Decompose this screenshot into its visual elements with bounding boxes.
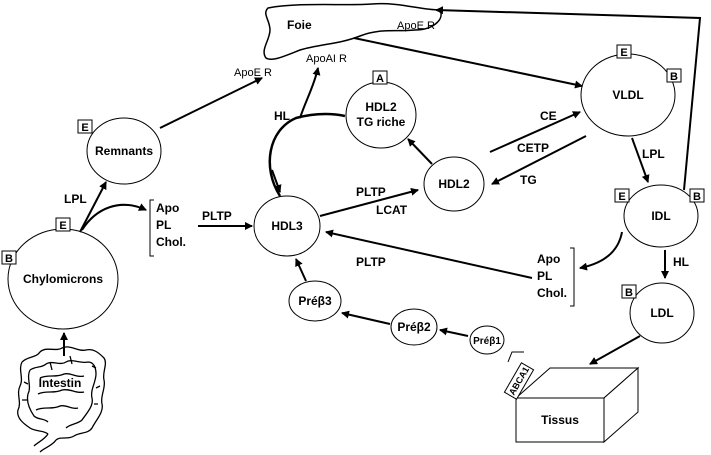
- node-chylomicrons: Chylomicrons: [7, 228, 119, 330]
- apoai-receptor-label: ApoAI R: [306, 53, 347, 65]
- arrow-hdl2-vldl-ce: [489, 111, 581, 153]
- apo-e-box-vldl: E: [616, 44, 632, 59]
- liver-label: Foie: [287, 18, 312, 32]
- hdl2-label: HDL2: [438, 177, 470, 191]
- arrow-prebeta1-prebeta2: [439, 327, 469, 337]
- arrow-ldl-tissus: [589, 335, 641, 365]
- node-vldl: VLDL: [580, 53, 676, 137]
- apo-e-box-idl: E: [614, 188, 630, 203]
- apo-b-box-idl: B: [689, 188, 705, 203]
- ce-label: CE: [540, 109, 557, 123]
- svg-text:E: E: [81, 122, 88, 134]
- hdl2-tg-riche-label-line2: TG riche: [357, 115, 406, 129]
- arrow-vldl-hdl2-tg: [491, 135, 587, 185]
- pltp-label-mid: PLTP: [356, 185, 386, 199]
- arrow-hdl2-hdl2tg: [407, 138, 433, 165]
- node-prebeta2: Préβ2: [390, 308, 438, 346]
- node-remnants: Remnants: [86, 117, 162, 185]
- node-prebeta1: Préβ1: [469, 325, 505, 355]
- svg-text:B: B: [693, 191, 701, 203]
- pltp-label-left: PLTP: [202, 209, 232, 223]
- intestine-drawing: [17, 346, 107, 453]
- vldl-label: VLDL: [612, 88, 643, 102]
- arrow-idl-liver: [435, 6, 702, 191]
- arrow-chylomicrons-remnants: [79, 181, 107, 233]
- components-right-pl: PL: [537, 269, 552, 283]
- cetp-label: CETP: [517, 141, 549, 155]
- svg-text:A: A: [376, 73, 384, 85]
- arrow-hl-to-hdl3: [271, 169, 282, 193]
- prebeta3-label: Préβ3: [298, 294, 332, 308]
- hdl3-label: HDL3: [271, 219, 303, 233]
- arrow-remnants-liver: [159, 77, 263, 129]
- components-left-apo: Apo: [156, 201, 179, 215]
- components-left-pl: PL: [156, 218, 171, 232]
- arrow-hl-to-liver: [299, 67, 321, 119]
- components-left-chol: Chol.: [156, 235, 186, 249]
- svg-text:B: B: [5, 253, 13, 265]
- liver-apoe-receptor-label: ApoE R: [397, 20, 435, 32]
- components-right-chol: Chol.: [537, 286, 567, 300]
- node-hdl3: HDL3: [253, 195, 321, 257]
- pltp-label-bottom: PLTP: [356, 255, 386, 269]
- arrow-hl-curve: [268, 112, 346, 197]
- apo-e-box-chylomicrons: E: [55, 217, 71, 232]
- prebeta2-label: Préβ2: [397, 320, 431, 334]
- tissus-label: Tissus: [541, 413, 579, 427]
- arrow-liver-vldl: [353, 37, 583, 89]
- arrow-idl-components: [579, 231, 623, 271]
- svg-text:E: E: [59, 220, 66, 232]
- arrow-vldl-idl: [631, 137, 650, 183]
- components-right-apo: Apo: [537, 252, 560, 266]
- node-prebeta3: Préβ3: [288, 280, 342, 322]
- svg-text:E: E: [618, 191, 625, 203]
- svg-text:B: B: [670, 71, 678, 83]
- apo-b-box-ldl: B: [621, 284, 637, 299]
- ldl-label: LDL: [650, 306, 673, 320]
- prebeta1-label: Préβ1: [473, 336, 501, 347]
- arrow-hdl3-hdl2: [319, 187, 419, 217]
- components-right: Apo PL Chol.: [537, 247, 575, 307]
- abca1-connector: [507, 351, 524, 363]
- apo-b-box-vldl: B: [666, 68, 682, 83]
- node-ldl: LDL: [629, 282, 695, 344]
- arrow-chylomicrons-components: [81, 203, 147, 231]
- node-idl: IDL: [623, 184, 699, 248]
- node-hdl2-tg-riche: HDL2 TG riche: [345, 81, 417, 149]
- svg-text:B: B: [625, 287, 633, 299]
- node-hdl2: HDL2: [423, 156, 485, 212]
- apo-a-box-hdl2-tg: A: [372, 70, 388, 85]
- arrows: [60, 6, 702, 365]
- hdl2-tg-riche-label-line1: HDL2: [365, 100, 397, 114]
- hl-label-idl: HL: [673, 255, 689, 269]
- apoe-receptor-label: ApoE R: [234, 67, 272, 79]
- svg-text:E: E: [620, 47, 627, 59]
- apo-e-box-remnants: E: [77, 119, 93, 134]
- lcat-label: LCAT: [376, 203, 408, 217]
- lpl-label-vldl: LPL: [642, 147, 665, 161]
- components-left: Apo PL Chol.: [149, 199, 186, 257]
- arrow-components-hdl3-right: [325, 229, 533, 279]
- hl-label-left: HL: [274, 109, 290, 123]
- arrow-prebeta3-hdl3: [295, 258, 307, 282]
- intestine-label: Intestin: [39, 376, 82, 390]
- liver: Foie: [263, 2, 442, 61]
- chylomicrons-label: Chylomicrons: [23, 272, 103, 286]
- idl-label: IDL: [651, 209, 670, 223]
- apo-b-box-chylomicrons: B: [1, 250, 17, 265]
- tissus-box: Tissus: [514, 366, 640, 444]
- arrow-prebeta2-prebeta3: [341, 310, 391, 325]
- remnants-label: Remnants: [95, 144, 153, 158]
- lpl-label-chylo: LPL: [64, 192, 87, 206]
- tg-label: TG: [520, 173, 537, 187]
